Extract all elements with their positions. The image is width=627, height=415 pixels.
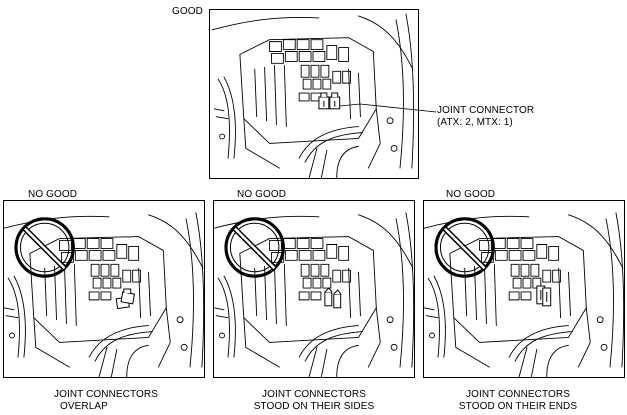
engine-bay-drawing-ends — [424, 212, 624, 377]
joint-connector-icon — [318, 92, 341, 110]
callout-atx-mtx: (ATX: 2, MTX: 1) — [437, 117, 513, 128]
engine-bay-drawing-sides — [214, 212, 414, 377]
caption-ends-line1: JOINT CONNECTORS — [465, 389, 571, 400]
caption-overlap-line2: OVERLAP — [60, 401, 108, 412]
caption-sides-line2: STOOD ON THEIR SIDES — [253, 401, 375, 412]
no-good-status-label-1: NO GOOD — [28, 189, 78, 200]
no-good-illustration-ends — [423, 200, 625, 378]
joint-connector-overlap-icon — [115, 288, 136, 310]
callout-joint-connector: JOINT CONNECTOR — [437, 105, 535, 116]
no-good-illustration-overlap — [3, 200, 205, 378]
no-good-status-label-2: NO GOOD — [237, 189, 287, 200]
joint-connector-ends-icon — [536, 285, 552, 307]
good-illustration — [209, 9, 419, 179]
good-status-label: GOOD — [172, 6, 203, 17]
caption-sides-line1: JOINT CONNECTORS — [261, 389, 367, 400]
prohibition-icon — [226, 219, 283, 276]
prohibition-icon — [16, 219, 73, 276]
no-good-illustration-sides — [213, 200, 415, 378]
engine-bay-drawing-good — [211, 13, 415, 178]
joint-connector-sides-icon — [324, 287, 342, 309]
engine-bay-drawing-overlap — [4, 212, 204, 377]
prohibition-icon — [436, 219, 493, 276]
caption-overlap-line1: JOINT CONNECTORS — [53, 389, 159, 400]
caption-ends-line2: STOOD ON THEIR ENDS — [458, 401, 578, 412]
no-good-status-label-3: NO GOOD — [446, 189, 496, 200]
